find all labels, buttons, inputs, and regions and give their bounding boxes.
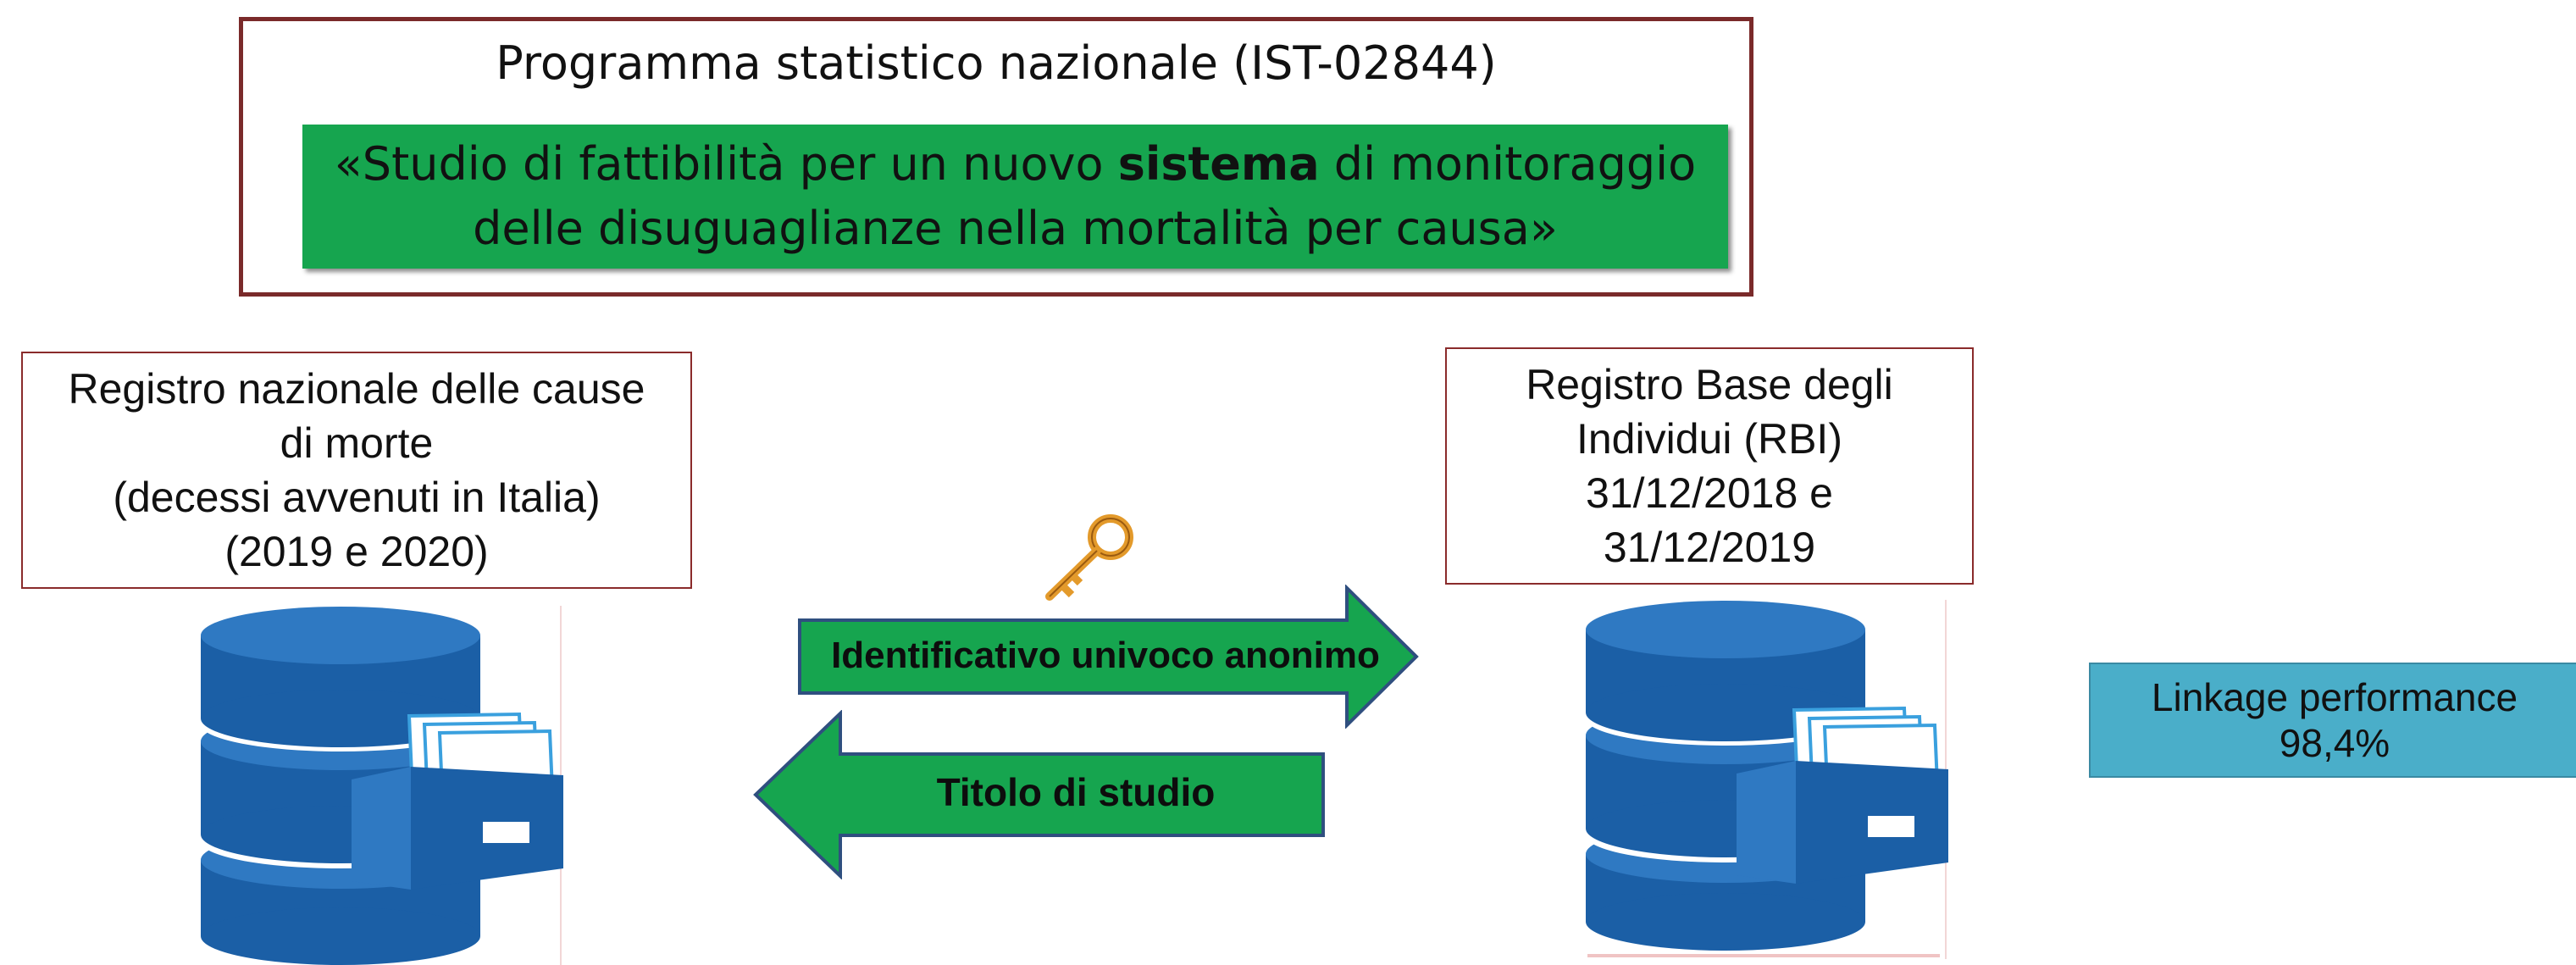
program-box: Programma statistico nazionale (IST-0284… [239, 17, 1753, 297]
database-icon [1576, 600, 1948, 959]
study-banner: «Studio di fattibilità per un nuovo sist… [302, 125, 1728, 269]
study-line1-bold: sistema [1117, 137, 1320, 191]
linkage-performance-box: Linkage performance 98,4% [2089, 663, 2576, 778]
database-icon [191, 606, 563, 965]
study-line1-post: di monitoraggio [1319, 137, 1697, 191]
linkage-value: 98,4% [2279, 721, 2390, 765]
study-line1-pre: «Studio di fattibilità per un nuovo [334, 137, 1118, 191]
left-registry-line: di morte [280, 419, 434, 467]
right-registry-line: 31/12/2019 [1603, 524, 1816, 571]
linkage-label: Linkage performance [2151, 675, 2518, 719]
arrow-right-label: Identificativo univoco anonimo [831, 635, 1380, 676]
right-registry-box: Registro Base degli Individui (RBI) 31/1… [1445, 347, 1974, 585]
arrow-left-label: Titolo di studio [936, 770, 1216, 814]
right-registry-line: Registro Base degli [1526, 361, 1893, 408]
left-registry-line: (2019 e 2020) [224, 528, 489, 575]
study-line2: delle disuguaglianze nella mortalità per… [473, 202, 1558, 255]
left-registry-line: Registro nazionale delle cause [68, 365, 645, 413]
arrow-right-icon [798, 585, 1419, 729]
right-registry-line: 31/12/2018 e [1586, 469, 1833, 517]
left-registry-box: Registro nazionale delle cause di morte … [21, 352, 692, 589]
left-registry-line: (decessi avvenuti in Italia) [113, 474, 601, 521]
key-icon [1045, 514, 1133, 601]
program-title: Programma statistico nazionale (IST-0284… [496, 36, 1497, 90]
right-registry-line: Individui (RBI) [1576, 415, 1842, 463]
arrow-left-icon [753, 710, 1325, 879]
